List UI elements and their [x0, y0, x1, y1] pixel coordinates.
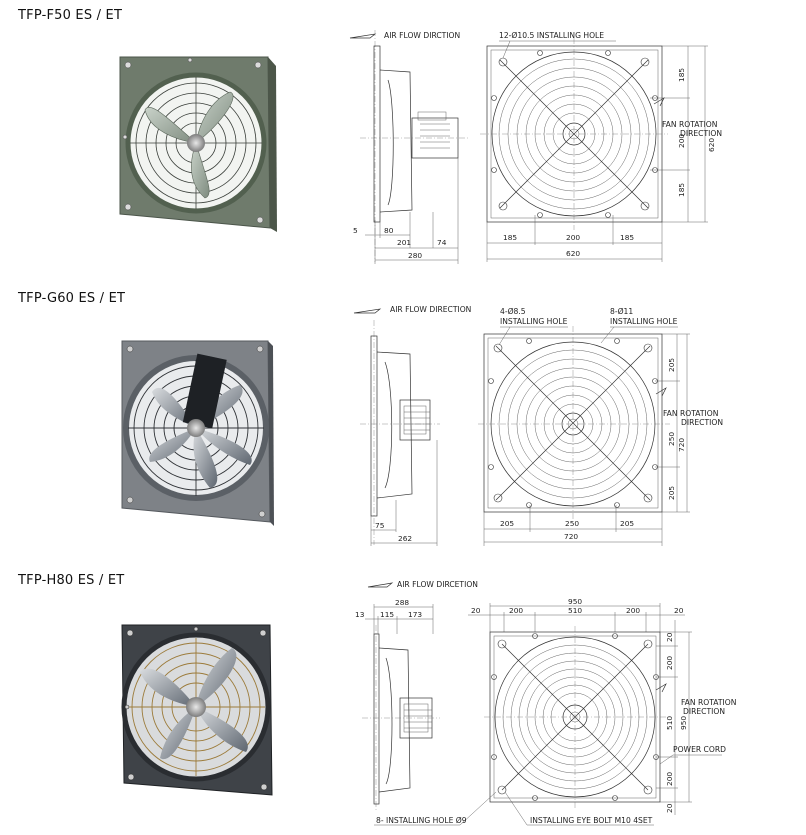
fan-photo-h80: [121, 624, 273, 796]
fan-photo-g60: [121, 340, 274, 526]
svg-text:200: 200: [677, 134, 686, 148]
drawing-h80: AIR FLOW DIRCETION 13 288 115 173 9: [355, 580, 736, 826]
model-title-h80: TFP-H80 ES / ET: [18, 573, 125, 588]
svg-text:13: 13: [355, 610, 365, 619]
svg-text:205: 205: [667, 486, 676, 500]
svg-text:950: 950: [679, 716, 688, 730]
side-view-h80: [362, 625, 440, 810]
svg-text:75: 75: [375, 521, 385, 530]
front-view-f50: [480, 38, 668, 230]
rotation-arrow-icon: [655, 387, 667, 397]
svg-text:205: 205: [667, 358, 676, 372]
svg-text:510: 510: [568, 606, 582, 615]
svg-text:185: 185: [620, 233, 634, 242]
airflow-label: AIR FLOW DIRCTION: [384, 31, 460, 40]
airflow-arrow-icon: [353, 308, 382, 314]
svg-text:250: 250: [565, 519, 579, 528]
svg-text:115: 115: [380, 610, 394, 619]
svg-text:205: 205: [620, 519, 634, 528]
svg-text:950: 950: [568, 597, 582, 606]
svg-text:200: 200: [566, 233, 580, 242]
svg-text:20: 20: [674, 606, 684, 615]
front-view-h80: [484, 626, 667, 810]
drawing-g60: AIR FLOW DIRECTION 75 262: [353, 305, 723, 546]
svg-text:20: 20: [665, 803, 674, 813]
svg-text:FAN ROTATION: FAN ROTATION: [681, 698, 736, 707]
svg-text:200: 200: [626, 606, 640, 615]
airflow-label: AIR FLOW DIRECTION: [390, 305, 471, 314]
power-cord-label: POWER CORD: [673, 745, 726, 754]
svg-text:185: 185: [503, 233, 517, 242]
svg-text:DIRECTION: DIRECTION: [681, 418, 723, 427]
svg-text:74: 74: [437, 238, 447, 247]
svg-text:20: 20: [665, 632, 674, 642]
svg-text:280: 280: [408, 251, 422, 260]
svg-text:173: 173: [408, 610, 422, 619]
side-view-f50: [360, 30, 470, 262]
svg-text:INSTALLING HOLE: INSTALLING HOLE: [610, 317, 678, 326]
svg-text:20: 20: [471, 606, 481, 615]
svg-text:720: 720: [564, 532, 578, 541]
hole-label-h80: 8- INSTALLING HOLE Ø9: [376, 816, 467, 825]
svg-text:8-Ø11: 8-Ø11: [610, 307, 633, 316]
rotation-arrow-icon: [655, 683, 667, 693]
svg-text:185: 185: [677, 68, 686, 82]
svg-text:5: 5: [353, 226, 358, 235]
eyebolt-label: INSTALLING EYE BOLT M10 4SET: [530, 816, 653, 825]
svg-text:510: 510: [665, 716, 674, 730]
svg-text:620: 620: [566, 249, 580, 258]
svg-text:DIRECTION: DIRECTION: [680, 129, 722, 138]
svg-text:4-Ø8.5: 4-Ø8.5: [500, 307, 526, 316]
airflow-arrow-icon: [367, 582, 394, 588]
svg-text:201: 201: [397, 238, 411, 247]
svg-text:720: 720: [677, 438, 686, 452]
svg-text:200: 200: [665, 772, 674, 786]
svg-text:DIRECTION: DIRECTION: [683, 707, 725, 716]
fan-photo-f50: [119, 56, 277, 232]
svg-text:200: 200: [509, 606, 523, 615]
model-title-g60: TFP-G60 ES / ET: [18, 291, 126, 306]
svg-text:620: 620: [707, 138, 716, 152]
svg-text:FAN ROTATION: FAN ROTATION: [662, 120, 717, 129]
airflow-arrow-icon: [349, 33, 377, 39]
svg-text:80: 80: [384, 226, 394, 235]
svg-text:INSTALLING HOLE: INSTALLING HOLE: [500, 317, 568, 326]
drawing-f50: AIR FLOW DIRCTION 5 80 201 74 280: [349, 30, 722, 264]
svg-text:205: 205: [500, 519, 514, 528]
model-title-f50: TFP-F50 ES / ET: [18, 8, 123, 23]
svg-text:200: 200: [665, 656, 674, 670]
front-view-g60: [478, 326, 670, 520]
svg-text:288: 288: [395, 598, 409, 607]
hole-label-f50: 12-Ø10.5 INSTALLING HOLE: [499, 31, 604, 40]
svg-text:FAN ROTATION: FAN ROTATION: [663, 409, 718, 418]
svg-text:262: 262: [398, 534, 412, 543]
airflow-label: AIR FLOW DIRCETION: [397, 580, 478, 589]
svg-text:250: 250: [667, 432, 676, 446]
side-view-g60: [360, 320, 440, 545]
svg-text:185: 185: [677, 183, 686, 197]
rotation-arrow-icon: [653, 97, 665, 107]
